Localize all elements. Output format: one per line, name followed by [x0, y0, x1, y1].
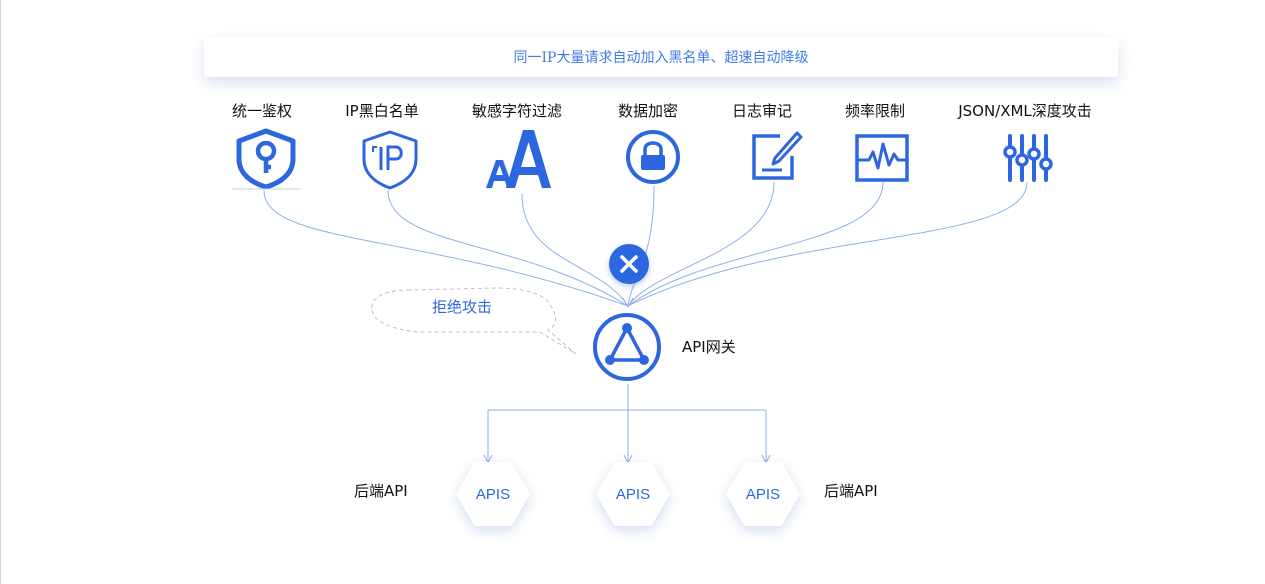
page-left-border [0, 0, 1, 584]
feature-label-ip-list: IP黑白名单 [345, 102, 419, 120]
api-node-center: APIS [596, 462, 670, 526]
connector-ip [387, 189, 629, 307]
backend-label-right: 后端API [824, 482, 878, 500]
letters-aa-icon [486, 130, 551, 188]
sliders-icon [1003, 134, 1053, 182]
feature-label-encrypt: 数据加密 [617, 102, 678, 120]
gateway-label: API网关 [682, 338, 736, 356]
connector-auth [263, 189, 629, 307]
api-node-label: APIS [456, 462, 530, 526]
feature-label-auth: 统一鉴权 [231, 102, 292, 120]
connector-log [627, 181, 775, 307]
arrowhead-gateway [622, 297, 634, 309]
feature-label-log: 日志审记 [731, 102, 792, 120]
api-node-right: APIS [726, 462, 800, 526]
speech-bubble [371, 287, 577, 355]
shield-key-icon [232, 128, 300, 190]
shield-ip-icon [362, 130, 418, 190]
backend-label-left: 后端API [354, 482, 408, 500]
feature-label-rate: 频率限制 [844, 102, 905, 120]
connector-json [627, 181, 1028, 307]
rate-wave-icon [855, 134, 909, 182]
reject-attack-label: 拒绝攻击 [431, 298, 492, 316]
api-node-label: APIS [596, 462, 670, 526]
log-edit-icon [752, 131, 803, 180]
connector-filter [521, 193, 629, 307]
block-marker [609, 244, 649, 284]
feature-banner: 同一IP大量请求自动加入黑名单、超速自动降级 [204, 37, 1118, 77]
close-icon [620, 255, 638, 273]
connector-rate [627, 181, 884, 307]
feature-label-filter: 敏感字符过滤 [471, 102, 562, 120]
api-node-label: APIS [726, 462, 800, 526]
feature-label-json: JSON/XML深度攻击 [958, 102, 1092, 120]
lock-icon [626, 130, 680, 184]
triangle-network-icon [593, 313, 661, 381]
api-node-left: APIS [456, 462, 530, 526]
